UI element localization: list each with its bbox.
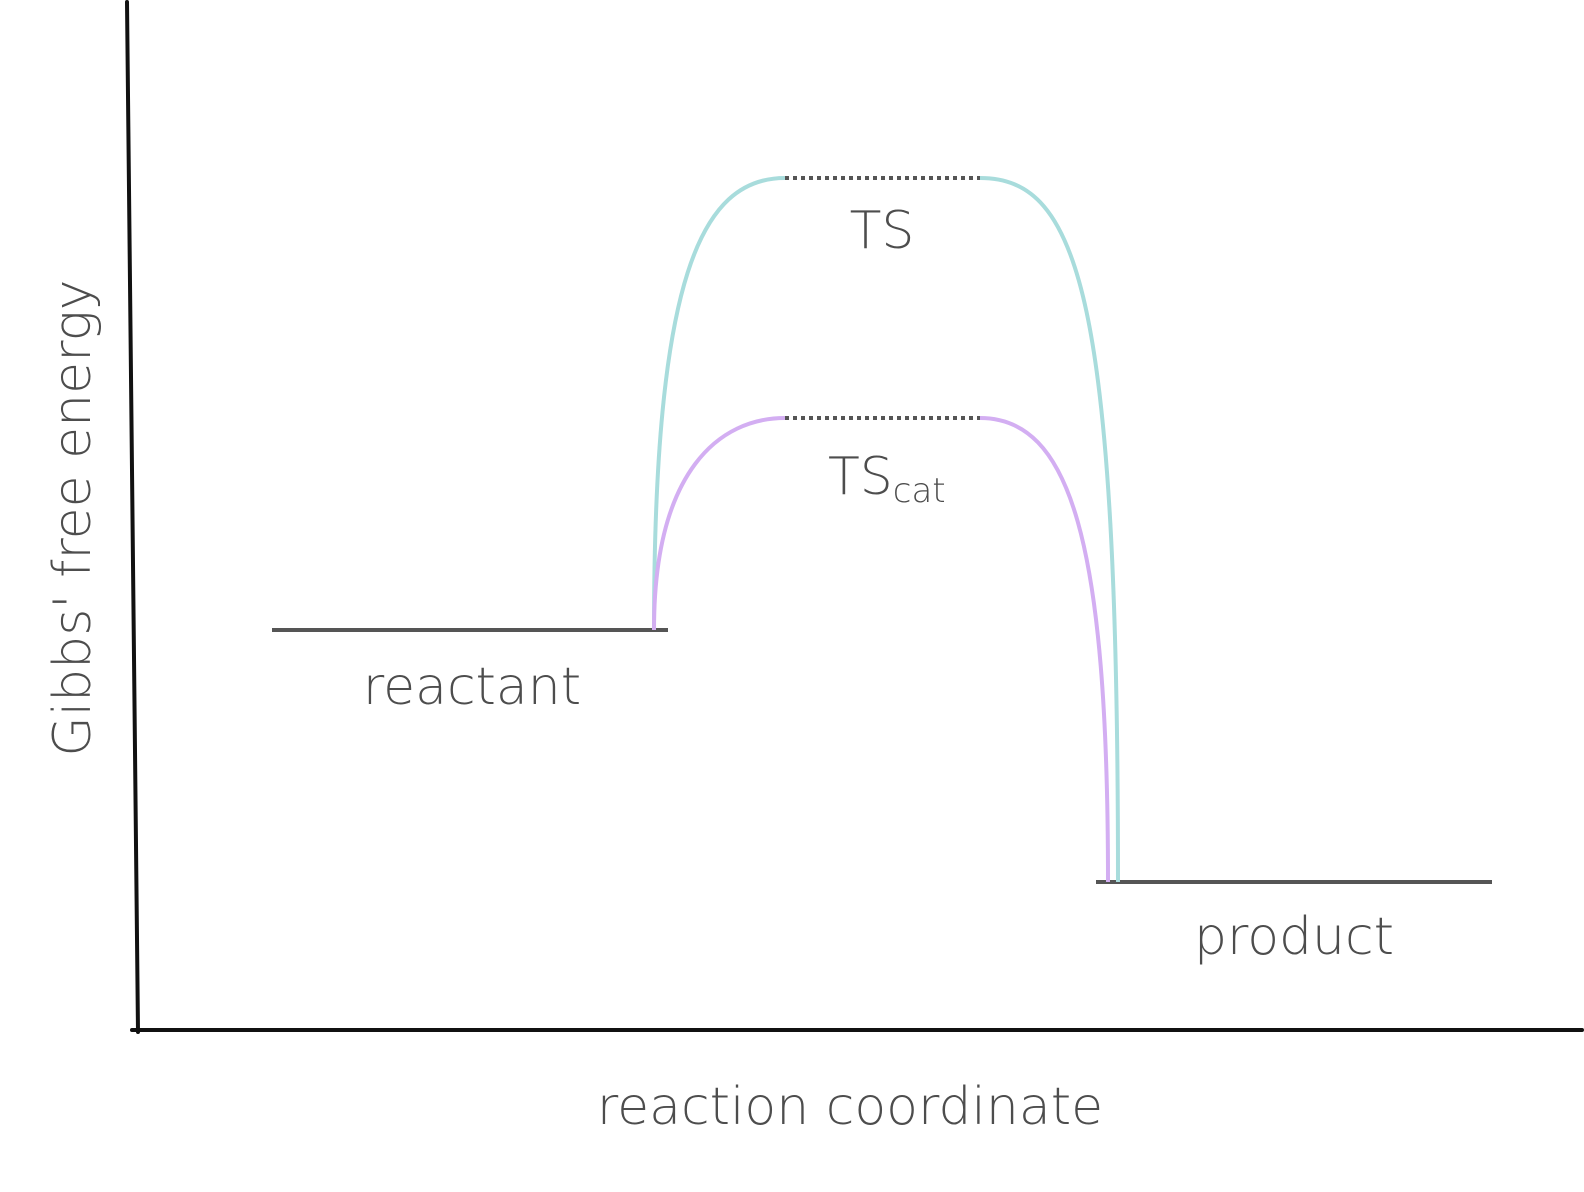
catalyzed-curve-rise <box>652 416 786 631</box>
ts-label: TS <box>850 201 915 261</box>
product-label: product <box>1194 907 1394 967</box>
uncatalyzed-curve-rise <box>652 176 786 631</box>
y-axis <box>125 0 140 1034</box>
reactant-label: reactant <box>363 657 581 717</box>
uncatalyzed-curve-fall <box>979 176 1120 883</box>
catalyzed-curve-fall <box>979 416 1110 883</box>
y-axis-label: Gibbs' free energy <box>43 279 103 756</box>
ts-cat-label-main: TS <box>828 447 893 507</box>
ts-cat-label-subscript: cat <box>893 471 946 511</box>
ts-cat-label: TScat <box>828 447 946 511</box>
x-axis-label: reaction coordinate <box>597 1077 1103 1137</box>
